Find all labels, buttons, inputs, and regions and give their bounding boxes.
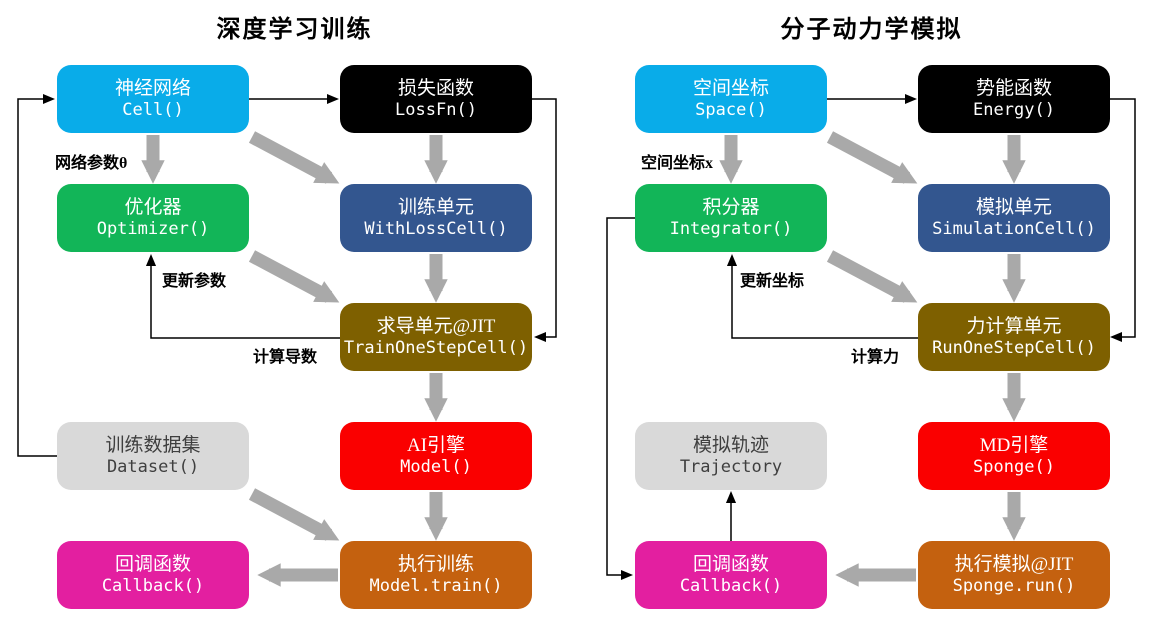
box-force-unit-code: RunOneStepCell() bbox=[932, 338, 1096, 359]
box-neural-network-label: 神经网络 bbox=[114, 77, 191, 99]
box-callback-right: 回调函数 Callback() bbox=[635, 541, 827, 609]
box-run-training: 执行训练 Model.train() bbox=[340, 541, 532, 609]
arrow-integrator-to-callback bbox=[606, 217, 635, 581]
box-run-training-label: 执行训练 bbox=[397, 553, 474, 575]
flow-integrator-to-runonestep bbox=[826, 250, 918, 303]
box-run-simulation-label: 执行模拟@JIT bbox=[954, 553, 1074, 575]
box-callback-right-label: 回调函数 bbox=[692, 553, 769, 575]
box-callback-left-code: Callback() bbox=[101, 576, 205, 597]
box-integrator-code: Integrator() bbox=[669, 219, 793, 240]
box-potential-energy-label: 势能函数 bbox=[975, 77, 1052, 99]
box-neural-network-code: Cell() bbox=[122, 100, 184, 121]
box-space-coordinates-label: 空间坐标 bbox=[692, 77, 769, 99]
box-space-coordinates-code: Space() bbox=[695, 100, 767, 121]
label-network-parameters: 网络参数θ bbox=[55, 155, 128, 172]
box-optimizer: 优化器 Optimizer() bbox=[57, 184, 249, 252]
box-md-engine: MD引擎 Sponge() bbox=[918, 422, 1110, 490]
box-potential-energy: 势能函数 Energy() bbox=[918, 65, 1110, 133]
box-training-dataset-label: 训练数据集 bbox=[105, 434, 201, 456]
box-callback-left: 回调函数 Callback() bbox=[57, 541, 249, 609]
box-ai-engine-code: Model() bbox=[400, 457, 472, 478]
box-loss-function-label: 损失函数 bbox=[397, 77, 474, 99]
box-md-engine-label: MD引擎 bbox=[979, 434, 1049, 456]
box-training-unit-label: 训练单元 bbox=[397, 196, 474, 218]
box-gradient-unit: 求导单元@JIT TrainOneStepCell() bbox=[340, 303, 532, 371]
box-neural-network: 神经网络 Cell() bbox=[57, 65, 249, 133]
box-callback-left-label: 回调函数 bbox=[114, 553, 191, 575]
flow-cell-to-withloss bbox=[248, 131, 340, 184]
box-gradient-unit-label: 求导单元@JIT bbox=[376, 315, 496, 337]
label-compute-derivative: 计算导数 bbox=[253, 349, 318, 366]
arrow-energy-to-runonestep bbox=[1108, 98, 1136, 343]
box-run-simulation: 执行模拟@JIT Sponge.run() bbox=[918, 541, 1110, 609]
label-compute-force: 计算力 bbox=[851, 349, 900, 366]
box-optimizer-label: 优化器 bbox=[124, 196, 182, 218]
flow-optimizer-to-trainonestep bbox=[248, 250, 340, 303]
box-simulation-unit: 模拟单元 SimulationCell() bbox=[918, 184, 1110, 252]
box-trajectory-code: Trajectory bbox=[679, 457, 783, 478]
flow-space-to-simcell bbox=[826, 131, 918, 184]
title-deep-learning-training: 深度学习训练 bbox=[216, 17, 373, 43]
box-training-unit: 训练单元 WithLossCell() bbox=[340, 184, 532, 252]
title-molecular-dynamics-simulation: 分子动力学模拟 bbox=[780, 17, 963, 43]
box-simulation-unit-label: 模拟单元 bbox=[975, 196, 1052, 218]
box-md-engine-code: Sponge() bbox=[973, 457, 1055, 478]
box-simulation-unit-code: SimulationCell() bbox=[932, 219, 1096, 240]
box-force-unit: 力计算单元 RunOneStepCell() bbox=[918, 303, 1110, 371]
label-update-coordinates: 更新坐标 bbox=[740, 273, 805, 290]
box-training-dataset-code: Dataset() bbox=[106, 457, 200, 478]
box-space-coordinates: 空间坐标 Space() bbox=[635, 65, 827, 133]
label-space-coordinate-x: 空间坐标x bbox=[641, 155, 714, 172]
box-gradient-unit-code: TrainOneStepCell() bbox=[343, 338, 529, 359]
box-loss-function-code: LossFn() bbox=[395, 100, 477, 121]
label-update-parameters: 更新参数 bbox=[162, 273, 227, 290]
box-trajectory: 模拟轨迹 Trajectory bbox=[635, 422, 827, 490]
box-callback-right-code: Callback() bbox=[679, 576, 783, 597]
flow-dataset-to-modeltrain bbox=[248, 488, 340, 541]
box-ai-engine-label: AI引擎 bbox=[406, 434, 466, 456]
arrow-trainonestep-to-optimizer bbox=[145, 254, 340, 339]
box-integrator-label: 积分器 bbox=[702, 196, 760, 218]
arrow-dataset-to-cell bbox=[17, 93, 57, 457]
box-run-training-code: Model.train() bbox=[369, 576, 503, 597]
box-training-unit-code: WithLossCell() bbox=[364, 219, 508, 240]
box-trajectory-label: 模拟轨迹 bbox=[692, 434, 769, 456]
box-integrator: 积分器 Integrator() bbox=[635, 184, 827, 252]
box-ai-engine: AI引擎 Model() bbox=[340, 422, 532, 490]
box-force-unit-label: 力计算单元 bbox=[966, 315, 1062, 337]
arrow-runonestep-to-integrator bbox=[726, 254, 918, 339]
box-loss-function: 损失函数 LossFn() bbox=[340, 65, 532, 133]
box-optimizer-code: Optimizer() bbox=[96, 219, 210, 240]
box-potential-energy-code: Energy() bbox=[973, 100, 1055, 121]
arrow-lossfn-to-trainonestep bbox=[532, 98, 557, 343]
box-training-dataset: 训练数据集 Dataset() bbox=[57, 422, 249, 490]
box-run-simulation-code: Sponge.run() bbox=[952, 576, 1076, 597]
